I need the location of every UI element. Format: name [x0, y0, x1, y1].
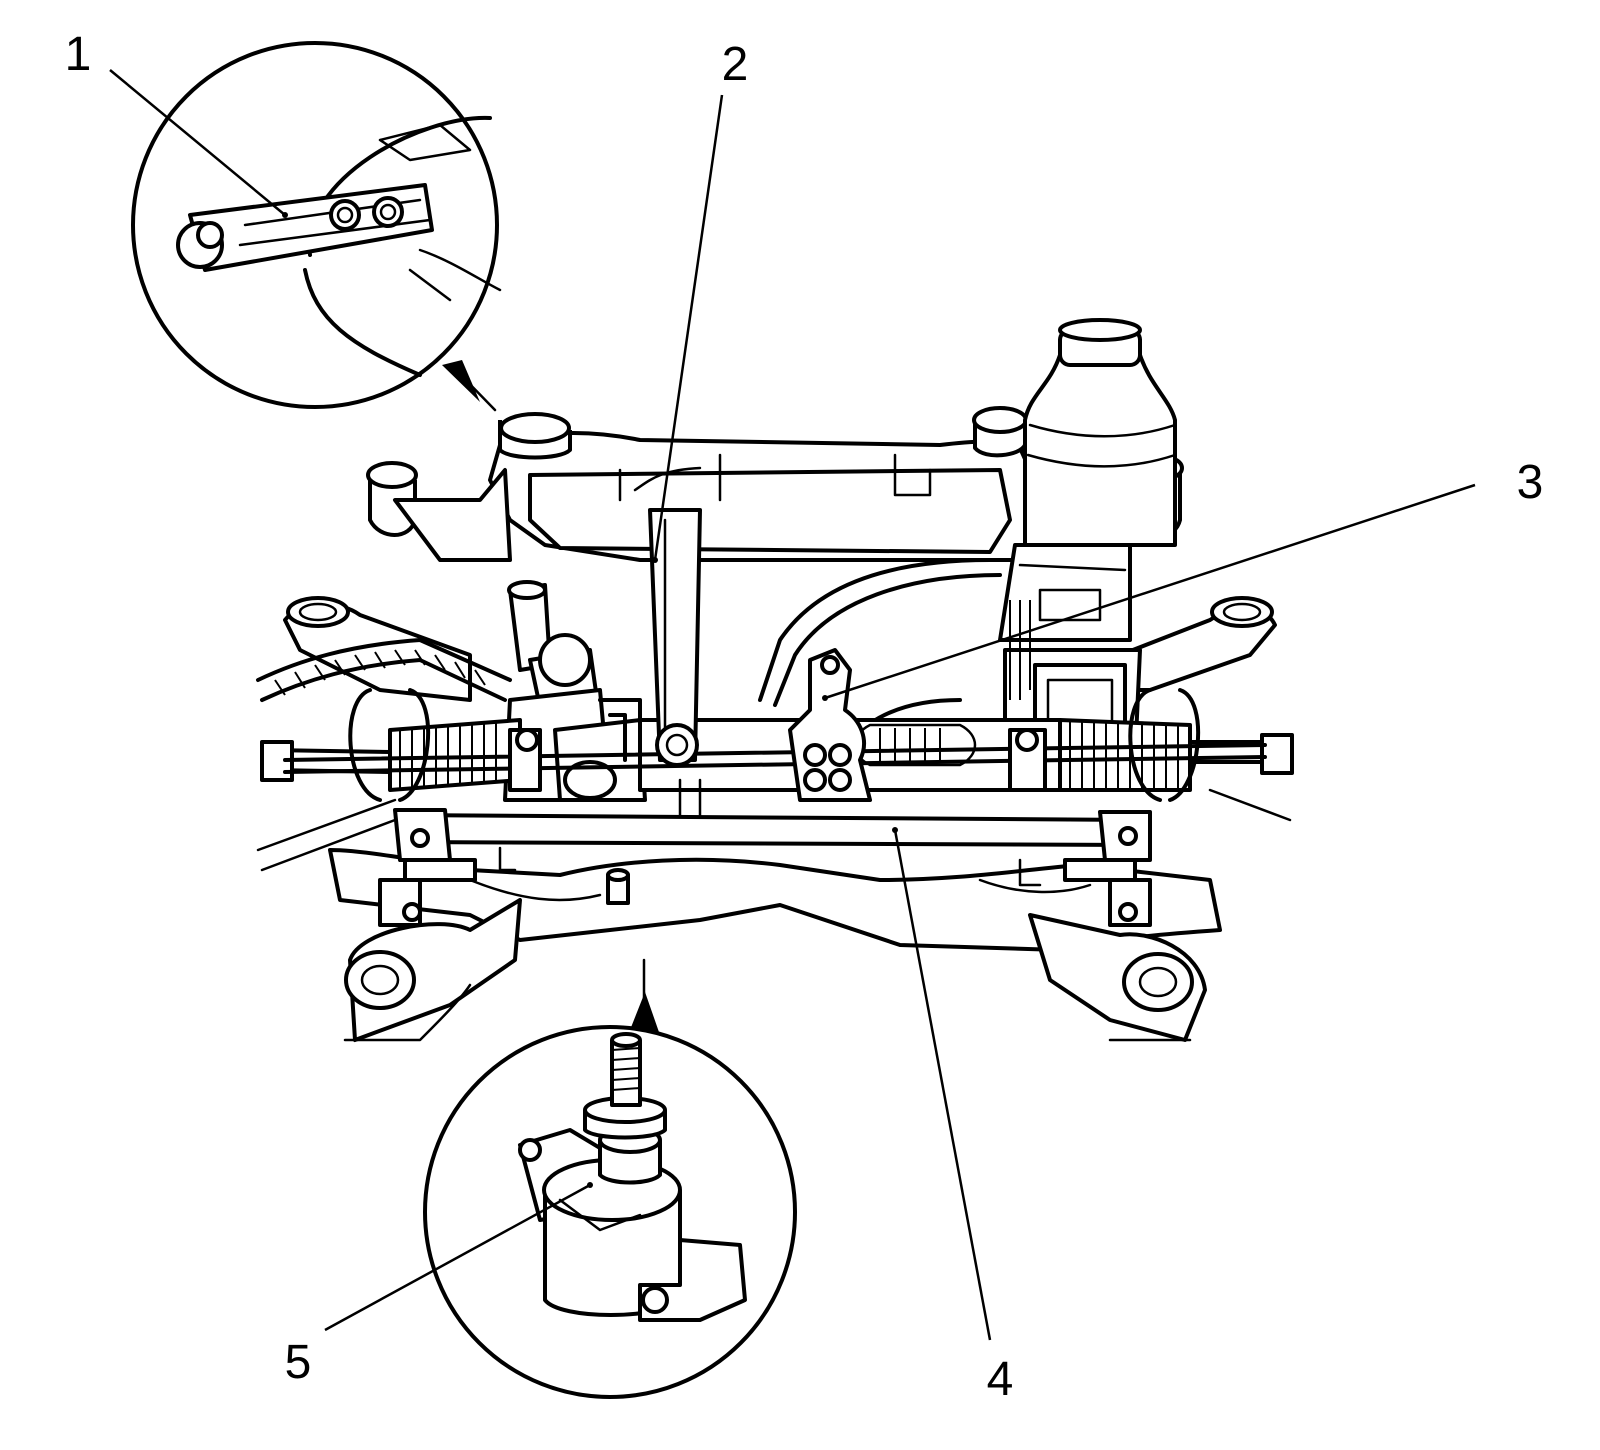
fluid-bottle: [998, 318, 1177, 642]
detail-view-1: [131, 41, 502, 412]
callout-5: 5: [285, 1336, 312, 1389]
right-control-arm: [1118, 596, 1277, 692]
bracket-3: [788, 648, 872, 802]
leader-3: [824, 483, 1476, 700]
rear-right-mount: [1063, 858, 1152, 927]
front-left-post: [498, 412, 572, 460]
left-control-arm: [283, 596, 472, 702]
strut-brace-2: [648, 508, 702, 817]
callout-4: 4: [987, 1353, 1014, 1406]
leader-lines: [109, 69, 1476, 1341]
center-stud: [606, 868, 630, 905]
rear-left-arm: [343, 898, 522, 1042]
detail-view-5: [423, 958, 797, 1399]
leader-2: [653, 94, 724, 561]
leader-5: [324, 1183, 591, 1332]
callout-3: 3: [1517, 456, 1544, 509]
rear-right-arm: [1028, 913, 1207, 1042]
callout-2: 2: [722, 38, 749, 91]
callout-1: 1: [65, 28, 92, 81]
hoses: [758, 558, 1002, 742]
leader-4: [893, 829, 992, 1341]
left-front-mount: [366, 461, 512, 562]
leader-1: [109, 69, 286, 216]
crossmember-4: [393, 808, 1152, 862]
front-right-post: [972, 406, 1028, 458]
bushing-mount: [518, 1032, 747, 1322]
rear-left-mount: [378, 858, 477, 927]
left-harness: [256, 638, 512, 702]
subframe: [256, 406, 1294, 1042]
strut-bracket: [176, 183, 434, 272]
